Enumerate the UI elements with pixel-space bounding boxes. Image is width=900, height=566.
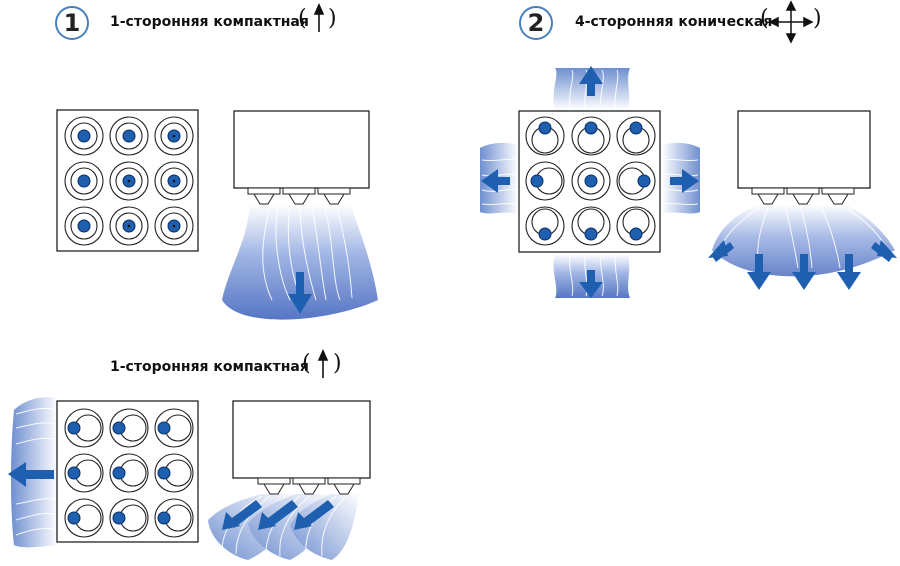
section-2-side-view [708,110,897,290]
section-3-paren-open: ( [302,351,311,376]
diffuser-nozzle-icon [247,187,351,205]
section-1-badge: 1 [55,6,89,40]
diffuser-nozzle-icon [751,187,855,205]
section-2-title: 4-сторонняя коническая [575,14,773,30]
section-2-paren-close: ) [813,6,822,31]
flow-diagonal-arrow-icon [708,240,897,262]
flow-left-arrow-icon [8,462,54,487]
flow-diagonal-arrow-icon [222,500,334,530]
section-1-paren-open: ( [298,6,307,31]
flow-down-arrow-icon [579,270,603,298]
flow-down-arrow-icon [288,272,312,314]
flow-up-arrow-icon [579,66,603,96]
flow-down-arrow-icon [747,254,861,290]
section-2-ceiling-panel [480,66,700,298]
section-3-title: 1-сторонняя компактная [110,359,309,375]
section-1-ceiling-panel [56,109,199,252]
four-way-arrow-icon [768,0,814,44]
section-1-paren-close: ) [328,6,337,31]
section-1-title: 1-сторонняя компактная [110,14,309,30]
arrow-up-icon [317,349,329,378]
arrow-up-icon [313,3,325,32]
section-1-side-view [222,110,378,320]
section-3-paren-close: ) [333,351,342,376]
flow-left-arrow-icon [481,169,510,193]
section-3-side-view [208,400,371,560]
section-2-paren-open: ( [760,6,769,31]
flow-right-arrow-icon [670,169,699,193]
section-2-badge: 2 [519,6,553,40]
section-3-ceiling-panel [8,397,199,548]
diffuser-nozzle-icon [257,477,361,495]
